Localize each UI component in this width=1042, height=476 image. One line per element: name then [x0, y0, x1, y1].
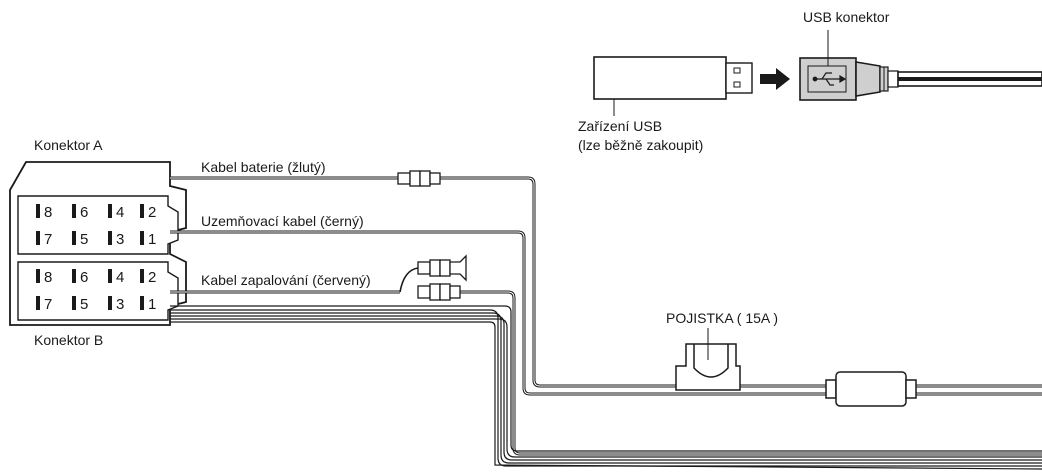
ignition-cable-plug [417, 283, 461, 301]
ignition-cable-label: Kabel zapalování (červený) [201, 272, 371, 288]
pin-label: 8 [44, 269, 52, 286]
pin-label: 4 [116, 269, 124, 286]
pin-label: 6 [80, 204, 88, 221]
pin-label: 1 [148, 296, 156, 313]
fuse-label: POJISTKA ( 15A ) [666, 310, 778, 326]
usb-connector-label: USB konektor [803, 9, 890, 25]
pin-label: 8 [44, 204, 52, 221]
fuse [675, 328, 741, 391]
connector-b-label: Konektor B [34, 332, 103, 348]
usb-connector [799, 30, 1042, 101]
ground-cable [170, 230, 1042, 396]
battery-cable [170, 176, 1042, 388]
battery-cable-plug [397, 170, 441, 187]
pin-label: 7 [44, 296, 52, 313]
connector-a-label: Konektor A [34, 137, 103, 153]
connector-b-pins: 8 6 4 2 7 5 3 1 [36, 269, 156, 313]
ground-cable-label: Uzemňovací kabel (černý) [201, 213, 364, 229]
pin-label: 5 [80, 231, 88, 248]
wire-bundle [170, 305, 1042, 470]
connector-a-pins: 8 6 4 2 7 5 3 1 [36, 204, 156, 248]
battery-cable-label: Kabel baterie (žlutý) [201, 159, 326, 175]
connector-a-block [17, 195, 179, 255]
arrow-right-icon [760, 68, 790, 90]
usb-device-sublabel: (lze běžně zakoupit) [578, 137, 703, 153]
pin-label: 6 [80, 269, 88, 286]
pin-label: 2 [148, 204, 156, 221]
pin-label: 4 [116, 204, 124, 221]
pin-label: 7 [44, 231, 52, 248]
ignition-cable-cap [417, 254, 467, 282]
usb-symbol-icon [812, 72, 847, 86]
pin-label: 2 [148, 269, 156, 286]
pin-label: 1 [148, 231, 156, 248]
ferrite-filter [825, 371, 917, 407]
pin-label: 3 [116, 231, 124, 248]
usb-device [593, 56, 753, 116]
pin-label: 5 [80, 296, 88, 313]
usb-device-label: Zařízení USB [578, 118, 662, 134]
ignition-cable [170, 267, 1042, 456]
pin-label: 3 [116, 296, 124, 313]
